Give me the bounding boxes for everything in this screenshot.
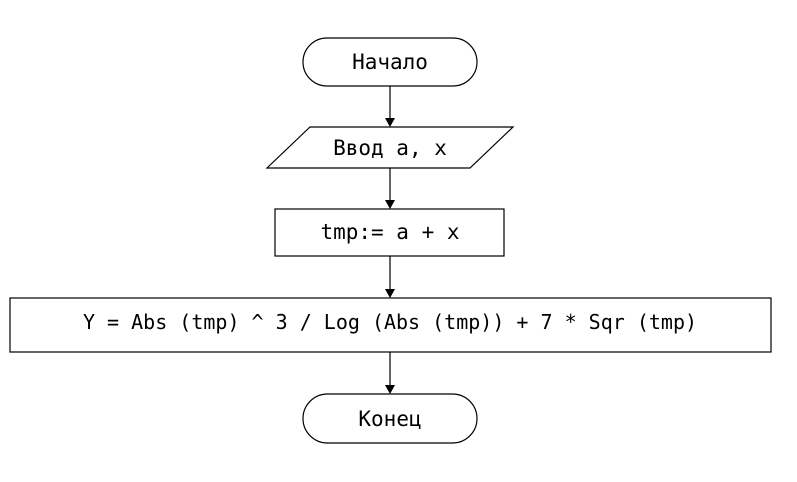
connector-assign-to-compute xyxy=(385,256,395,298)
start-label: Начало xyxy=(352,50,428,74)
connector-compute-to-end xyxy=(385,352,395,394)
compute-process-box: Y = Abs (tmp) ^ 3 / Log (Abs (tmp)) + 7 … xyxy=(9,297,772,353)
connector-input-to-assign xyxy=(385,168,395,209)
end-terminator: Конец xyxy=(302,393,478,444)
input-parallelogram: Ввод a, x xyxy=(265,126,515,169)
input-label: Ввод a, x xyxy=(333,136,447,160)
start-terminator: Начало xyxy=(302,37,478,87)
connector-start-to-input xyxy=(385,86,395,127)
assign-label: tmp:= a + x xyxy=(320,220,459,244)
end-label: Конец xyxy=(358,407,421,431)
compute-label: Y = Abs (tmp) ^ 3 / Log (Abs (tmp)) + 7 … xyxy=(83,310,697,334)
assign-process-box: tmp:= a + x xyxy=(274,208,505,257)
